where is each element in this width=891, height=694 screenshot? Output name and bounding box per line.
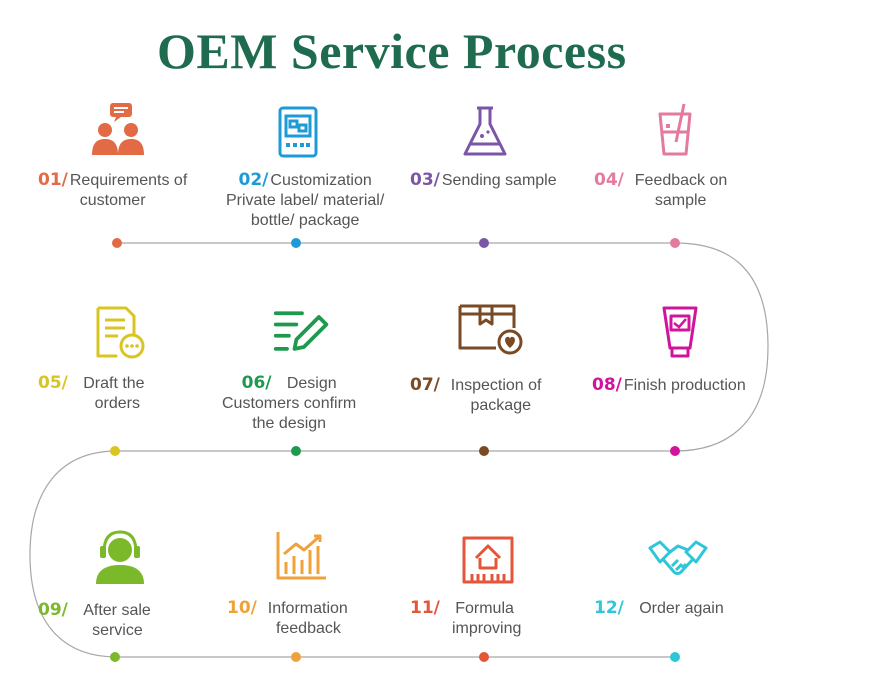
step-04-dot (670, 238, 680, 248)
step-10-dot (291, 652, 301, 662)
step-01-label: 01/Requirements of customer (38, 170, 188, 209)
step-09-dot (110, 652, 120, 662)
step-05-label: 05/ Draft the orders (38, 373, 145, 412)
factory-icon (458, 528, 518, 588)
step-11-dot (479, 652, 489, 662)
step-07-label: 07/ Inspection of package (410, 375, 542, 414)
beaker-icon (646, 100, 706, 160)
handshake-icon (648, 528, 708, 588)
headset-icon (90, 528, 150, 588)
step-10-label: 10/ Information feedback (227, 598, 348, 637)
step-03-label: 03/Sending sample (410, 170, 557, 190)
package-heart-icon (456, 302, 526, 362)
step-02-dot (291, 238, 301, 248)
step-04-label: 04/ Feedback on sample (594, 170, 728, 209)
tube-icon (650, 304, 710, 364)
step-08-dot (670, 446, 680, 456)
flask-icon (455, 102, 515, 162)
step-08-label: 08/Finish production (592, 375, 746, 395)
pen-lines-icon (272, 302, 332, 362)
step-02-label: 02/Customization Private label/ material… (226, 170, 385, 229)
step-12-dot (670, 652, 680, 662)
panel-icon (268, 103, 328, 163)
people-chat-icon (88, 100, 148, 160)
step-06-dot (291, 446, 301, 456)
step-03-dot (479, 238, 489, 248)
step-09-label: 09/ After sale service (38, 600, 151, 639)
step-07-dot (479, 446, 489, 456)
step-11-label: 11/ Formula improving (410, 598, 522, 637)
bar-chart-icon (272, 528, 332, 588)
step-01-dot (112, 238, 122, 248)
document-chat-icon (92, 304, 152, 364)
step-12-label: 12/ Order again (594, 598, 724, 618)
step-05-dot (110, 446, 120, 456)
step-06-label: 06/ Design Customers confirm the design (222, 373, 357, 432)
